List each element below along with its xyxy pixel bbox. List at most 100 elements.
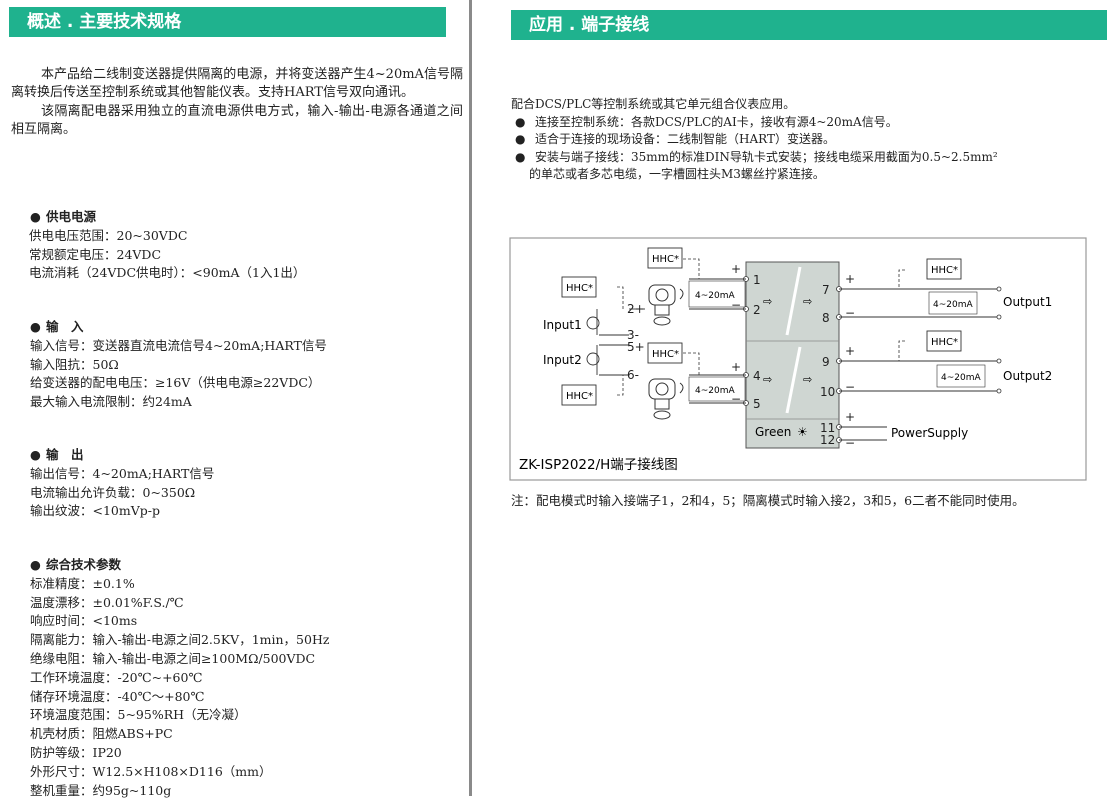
- terminal-label: 6-: [627, 368, 639, 382]
- hhc-label: HHC*: [931, 337, 958, 348]
- terminal-label: 8: [822, 311, 830, 325]
- spec-title: 输 入: [46, 319, 84, 334]
- hart-dashed-links: [617, 258, 905, 396]
- product-intro: 本产品给二线制变送器提供隔离的电源，并将变送器产生4~20mA信号隔离转换后传送…: [11, 66, 463, 140]
- list-item: ● 安装与端子接线：35mm的标准DIN导轨卡式安装；接线电缆采用截面为0.5~2…: [511, 149, 998, 167]
- spec-line: 温度漂移：±0.01%F.S./℃: [30, 594, 184, 610]
- transmitter-icon: [648, 284, 684, 326]
- hhc-label: HHC*: [566, 391, 593, 402]
- spec-line: 给变送器的配电电压：≥16V（供电电源≥22VDC）: [30, 375, 321, 391]
- spec-line: 常规额定电压：24VDC: [29, 246, 162, 262]
- spec-line: 输入信号：变送器直流电流信号4~20mA;HART信号: [30, 337, 327, 353]
- spec-line: 最大输入电流限制：约24mA: [30, 394, 192, 410]
- polarity-minus: −: [845, 306, 855, 320]
- list-item-text: 适合于连接的现场设备：二线制智能（HART）变送器。: [535, 132, 835, 146]
- isolation-symbol: ⇨: [803, 373, 812, 386]
- polarity-plus: +: [845, 344, 855, 358]
- polarity-plus: +: [845, 272, 855, 286]
- bullet-dot: ●: [30, 447, 41, 462]
- input-wiring: [596, 278, 746, 404]
- spec-line: 输出信号：4~20mA;HART信号: [30, 465, 215, 481]
- terminal-label: 11: [820, 421, 835, 435]
- intro-paragraph-1: 本产品给二线制变送器提供隔离的电源，并将变送器产生4~20mA信号隔离转换后传送…: [11, 67, 463, 101]
- list-item: ● 适合于连接的现场设备：二线制智能（HART）变送器。: [511, 131, 998, 149]
- terminal-label: 3-: [627, 328, 639, 342]
- terminal-label: 1: [753, 273, 761, 287]
- hhc-label: HHC*: [652, 349, 679, 360]
- isolation-symbol: ⇨: [763, 295, 772, 308]
- polarity-plus: +: [731, 262, 741, 276]
- spec-line: 输入阻抗：50Ω: [30, 356, 119, 372]
- terminal-label: 2: [753, 303, 761, 317]
- bullet-dot: ●: [515, 114, 526, 129]
- isolation-symbol: ⇨: [803, 295, 812, 308]
- power-supply-label: PowerSupply: [891, 426, 968, 440]
- spec-title: 输 出: [46, 447, 84, 462]
- spec-title: 供电电源: [46, 209, 97, 224]
- left-header-text: 概述 . 主要技术规格: [27, 12, 182, 32]
- terminal-label: 5: [753, 397, 761, 411]
- spec-line: 隔离能力：输入-输出-电源之间2.5KV，1min，50Hz: [30, 632, 330, 648]
- list-item: ● 连接至控制系统：各款DCS/PLC的AI卡，接收有源4~20mA信号。: [511, 114, 998, 132]
- spec-line: 电流消耗（24VDC供电时）：<90mA（1入1出）: [29, 265, 306, 281]
- terminal-label: 12: [820, 433, 835, 447]
- hhc-boxes: HHC* HHC* HHC* HHC* HHC* HHC*: [561, 247, 962, 406]
- input2-label: Input2: [543, 353, 582, 367]
- spec-input: ● 输 入 输入信号：变送器直流电流信号4~20mA;HART信号 输入阻抗：50…: [30, 318, 327, 412]
- wiring-diagram: ⇨ ⇨ ⇨ ⇨ Green ☀ 1 2 4 5 7 8 9 10 11 12: [509, 237, 1087, 481]
- terminal-label: 7: [822, 283, 830, 297]
- spec-general: ●综合技术参数 标准精度：±0.1% 温度漂移：±0.01%F.S./℃ 响应时…: [30, 556, 329, 800]
- spec-line: 标准精度：±0.1%: [30, 575, 135, 591]
- terminal-label: 5+: [627, 340, 645, 354]
- isolation-symbol: ⇨: [763, 373, 772, 386]
- spec-line: 输出纹波：<10mVp-p: [30, 503, 160, 519]
- polarity-minus: −: [845, 380, 855, 394]
- bullet-dot: ●: [515, 132, 526, 146]
- list-item-text: 安装与端子接线：35mm的标准DIN导轨卡式安装；接线电缆采用截面为0.5~2.…: [535, 149, 998, 164]
- transmitter-icon: [648, 378, 684, 420]
- column-divider: [469, 0, 472, 796]
- output2-label: Output2: [1003, 369, 1052, 383]
- polarity-minus: −: [731, 392, 741, 406]
- isolator-module: ⇨ ⇨ ⇨ ⇨ Green ☀: [745, 261, 840, 449]
- diagram-caption: ZK-ISP2022/H端子接线图: [519, 456, 678, 473]
- output-current-boxes: 4~20mA 4~20mA: [928, 291, 986, 388]
- spec-line: 响应时间：<10ms: [30, 613, 138, 629]
- polarity-minus: −: [731, 298, 741, 312]
- current-source-icon: [586, 316, 600, 366]
- terminal-label: 4: [753, 369, 761, 383]
- terminal-label: 10: [820, 385, 835, 399]
- spec-line: 供电电压范围：20~30VDC: [29, 227, 188, 243]
- input-current-boxes: 4~20mA 4~20mA: [688, 280, 746, 402]
- terminal-label: 9: [822, 355, 830, 369]
- bullet-dot: ●: [515, 149, 526, 164]
- bullet-dot: ●: [30, 209, 41, 224]
- output1-label: Output1: [1003, 295, 1052, 309]
- spec-line: 防护等级：IP20: [30, 744, 122, 760]
- spec-line: 电流输出允许负载：0~350Ω: [30, 484, 196, 500]
- current-label: 4~20mA: [695, 291, 735, 301]
- green-led-label: Green: [755, 425, 791, 439]
- spec-line: 机壳材质：阻燃ABS+PC: [30, 726, 173, 742]
- hhc-label: HHC*: [652, 254, 679, 265]
- output-wiring: [839, 288, 997, 441]
- spec-line: 储存环境温度：-40℃～+80℃: [30, 688, 205, 704]
- list-item-text: 连接至控制系统：各款DCS/PLC的AI卡，接收有源4~20mA信号。: [535, 114, 898, 129]
- right-header-text: 应用 . 端子接线: [529, 15, 650, 35]
- spec-title: 综合技术参数: [46, 557, 122, 572]
- polarity-minus: −: [845, 436, 855, 450]
- current-label: 4~20mA: [695, 386, 735, 396]
- spec-line: 绝缘电阻：输入-输出-电源之间≥100MΩ/500VDC: [30, 650, 316, 666]
- current-label: 4~20mA: [941, 373, 981, 383]
- spec-output: ●输 出 输出信号：4~20mA;HART信号 电流输出允许负载：0~350Ω …: [30, 446, 214, 521]
- output-terminals: [996, 286, 1002, 394]
- right-section-header: 应用 . 端子接线: [511, 10, 1107, 40]
- spec-line: 环境温度范围：5~95%RH（无冷凝）: [30, 707, 247, 723]
- terminal-label: 2+: [627, 302, 645, 316]
- list-item-continuation: 的单芯或者多芯电缆，一字槽圆柱头M3螺丝拧紧连接。: [529, 167, 825, 181]
- wiring-note: 注：配电模式时输入接端子1，2和4，5；隔离模式时输入接2，3和5，6二者不能同…: [511, 493, 1025, 508]
- polarity-plus: +: [845, 410, 855, 424]
- application-list: 配合DCS/PLC等控制系统或其它单元组合仪表应用。 ●连接至控制系统：各款DC…: [511, 96, 998, 184]
- current-label: 4~20mA: [933, 300, 973, 310]
- bullet-dot: ●: [30, 319, 41, 334]
